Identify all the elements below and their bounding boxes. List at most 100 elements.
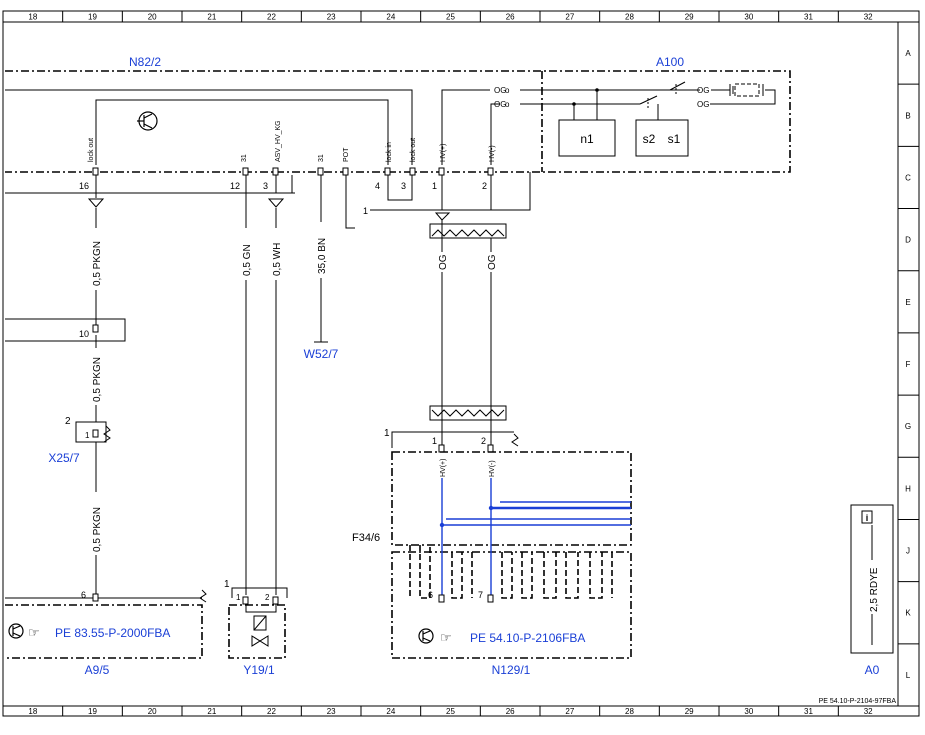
grid-column-label: 18 <box>28 707 37 716</box>
f34-6-label: F34/6 <box>352 532 380 544</box>
x25-7-connector <box>75 421 111 443</box>
page-frame <box>2 10 920 717</box>
n82-2-label: N82/2 <box>129 55 161 69</box>
grid-row-label: E <box>905 298 910 307</box>
reference-hand-icon: ☞ <box>440 630 452 645</box>
grid-column-label: 20 <box>148 707 157 716</box>
pin-asv-hv-kg: ASV_HV_KG <box>275 120 282 162</box>
pin-number: 1 <box>384 428 390 439</box>
s1-s2-box <box>635 119 689 157</box>
grid-column-label: 21 <box>207 707 216 716</box>
pin-number: 2 <box>482 181 487 191</box>
electronic-component-icon <box>418 628 434 644</box>
pin-marker <box>92 324 99 333</box>
pin-number: 16 <box>79 181 89 191</box>
pin-lock-out: lock out <box>88 138 95 162</box>
s2-label: s2 <box>643 132 656 146</box>
pin-marker <box>438 444 445 453</box>
grid-row-label: A <box>905 49 911 58</box>
pin-31: 31 <box>241 154 248 162</box>
n1-label: n1 <box>580 132 594 146</box>
pin-hv-pos: HV(+) <box>440 144 447 162</box>
og-connector-glyphs: OG o OG o OG OG <box>494 86 709 109</box>
grid-column-label: 21 <box>207 13 216 22</box>
grid-column-label: 27 <box>565 13 574 22</box>
svg-text:o: o <box>505 86 510 95</box>
wire-label-wh: 0,5 WH <box>272 243 283 276</box>
grid-column-label: 24 <box>386 13 395 22</box>
pin-marker <box>487 444 494 453</box>
grid-row-label: B <box>905 111 910 120</box>
grid-column-label: 25 <box>446 707 455 716</box>
wire-label-og: OG <box>487 254 498 270</box>
pin-number: 4 <box>375 181 380 191</box>
x25-7-label: X25/7 <box>48 451 80 465</box>
y19-1-label: Y19/1 <box>243 663 275 677</box>
grid-row-label: K <box>905 609 911 618</box>
grid-column-label: 23 <box>327 707 336 716</box>
pin-lock-out: lock out <box>410 138 417 162</box>
grid-row-label: G <box>905 422 911 431</box>
pin-marker <box>438 594 445 603</box>
pin-marker <box>272 596 279 605</box>
a9-5-label: A9/5 <box>85 663 110 677</box>
grid-column-label: 26 <box>506 13 515 22</box>
solenoid-valve-icon <box>245 604 277 647</box>
pin-marker <box>92 429 99 438</box>
a9-5-shield-mark <box>199 589 207 603</box>
shielded-cable-top <box>429 223 507 239</box>
grid-column-label: 20 <box>148 13 157 22</box>
n129-1-label: N129/1 <box>492 663 531 677</box>
grid-row-label: L <box>906 671 911 680</box>
y19-1-connector <box>231 587 288 598</box>
grid-columns: 1818191920202121222223232424252526262727… <box>28 11 873 716</box>
grid-column-label: 19 <box>88 13 97 22</box>
pin-number: 3 <box>263 181 268 191</box>
wire-label-pkgn: 0,5 PKGN <box>92 241 103 286</box>
grid-row-label: J <box>906 547 910 556</box>
info-icon-glyph: i <box>866 513 869 523</box>
pin-pot: POT <box>343 147 350 162</box>
grid-column-label: 23 <box>327 13 336 22</box>
grid-column-label: 22 <box>267 707 276 716</box>
pin-number: 2 <box>65 416 71 427</box>
og-glyph: OG <box>494 86 506 95</box>
n129-1-reference: PE 54.10-P-2106FBA <box>470 631 585 645</box>
f34-6-pin-labels: HV(+) HV(-) <box>440 459 496 477</box>
wire-label-og: OG <box>438 254 449 270</box>
electronic-component-icon <box>137 111 158 131</box>
a100-label: A100 <box>656 55 684 69</box>
grid-row-label: C <box>905 173 911 182</box>
grid-column-label: 31 <box>804 13 813 22</box>
document-id: PE 54.10-P-2104-97FBA <box>819 698 897 705</box>
grid-column-label: 26 <box>506 707 515 716</box>
wire-label-rdye: 2,5 RDYE <box>869 567 880 612</box>
grid-column-label: 30 <box>744 13 753 22</box>
pin-marker <box>487 594 494 603</box>
n82-2-pin-labels: lock out 31 ASV_HV_KG 31 POT lock in loc… <box>88 120 496 162</box>
pin-hv-neg: HV(-) <box>489 145 496 162</box>
grid-column-label: 27 <box>565 707 574 716</box>
pin-marker <box>92 593 99 602</box>
n129-1-internal-shapes <box>409 545 613 599</box>
pin-number: 3 <box>401 181 406 191</box>
og-glyph: OG <box>494 100 506 109</box>
grid-column-label: 29 <box>685 707 694 716</box>
s1-label: s1 <box>668 132 681 146</box>
pin-number: 7 <box>478 590 483 600</box>
wire-label-bn: 35,0 BN <box>317 238 328 274</box>
grid-column-label: 25 <box>446 13 455 22</box>
pin-number: 2 <box>265 593 270 602</box>
a9-5-module-box <box>5 604 203 659</box>
grid-column-label: 28 <box>625 13 634 22</box>
junction-dot <box>595 88 599 92</box>
hv-highlight-wires <box>441 478 631 600</box>
n82-2-module-box <box>5 70 791 173</box>
grid-column-label: 28 <box>625 707 634 716</box>
grid-column-label: 22 <box>267 13 276 22</box>
grid-column-label: 32 <box>864 13 873 22</box>
pin-number: 12 <box>230 181 240 191</box>
grid-row-label: D <box>905 236 911 245</box>
